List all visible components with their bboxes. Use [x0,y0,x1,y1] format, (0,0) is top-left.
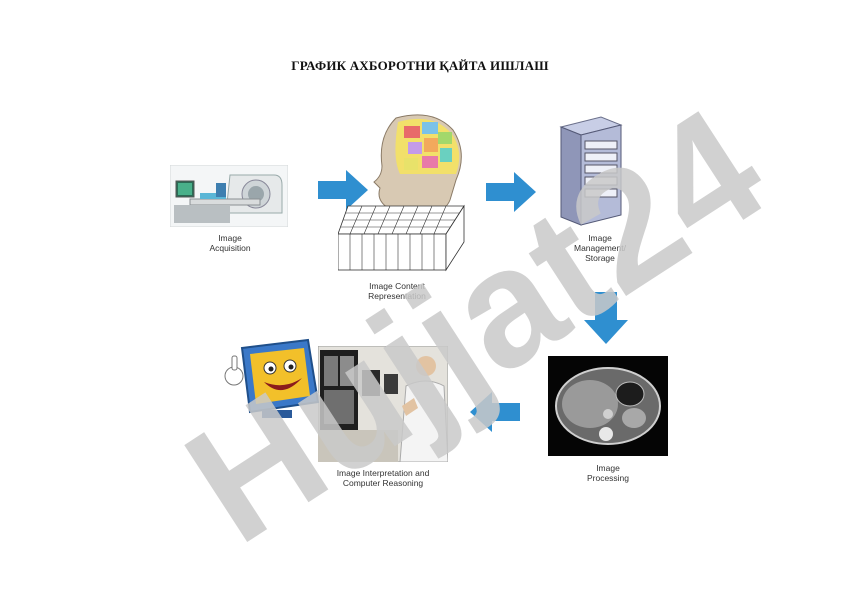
server-storage-image [559,116,623,226]
cartoon-monitor-image [224,338,320,418]
arrow-right-icon [318,170,368,210]
acquisition-caption: Image Acquisition [209,233,251,253]
doctor-workstation-image [318,346,448,462]
page-title: ГРАФИК АХБОРОТНИ ҚАЙТА ИШЛАШ [291,58,549,73]
content-caption: Image Content Representation [368,281,426,301]
arrow-right-icon [486,172,536,212]
arrow-left-icon [470,392,520,432]
arrow-down-icon [584,292,628,344]
ct-scanner-image [170,165,288,227]
brain-head-image [338,114,465,272]
interpretation-caption: Image Interpretation and Computer Reason… [336,468,430,488]
storage-caption: Image Management/ Storage [574,233,626,263]
watermark-text: Hujjat24 [155,72,794,578]
processing-caption: Image Processing [586,463,630,483]
ct-slice-image [548,356,668,456]
